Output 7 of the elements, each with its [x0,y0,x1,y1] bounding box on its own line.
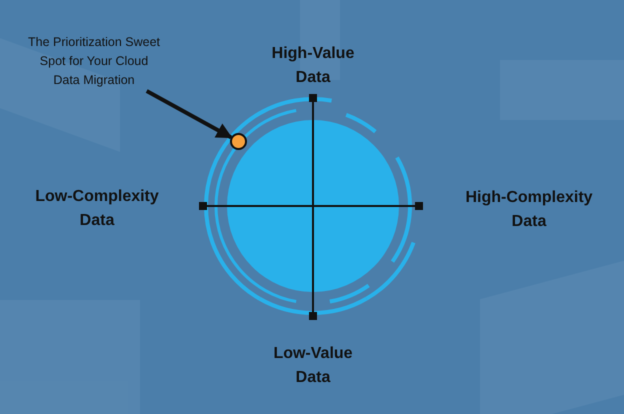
arrow [146,89,232,140]
axis-label: Low-Complexity Data [34,187,160,231]
axis-label: Low-Value Data [272,344,354,388]
axis-label: High-Complexity Data [464,188,594,232]
callout-text: The Prioritization Sweet Spot for Your Cloud Data Migration [28,33,160,90]
axis-label: High-Value Data [270,44,356,88]
marker-dot [230,133,247,150]
